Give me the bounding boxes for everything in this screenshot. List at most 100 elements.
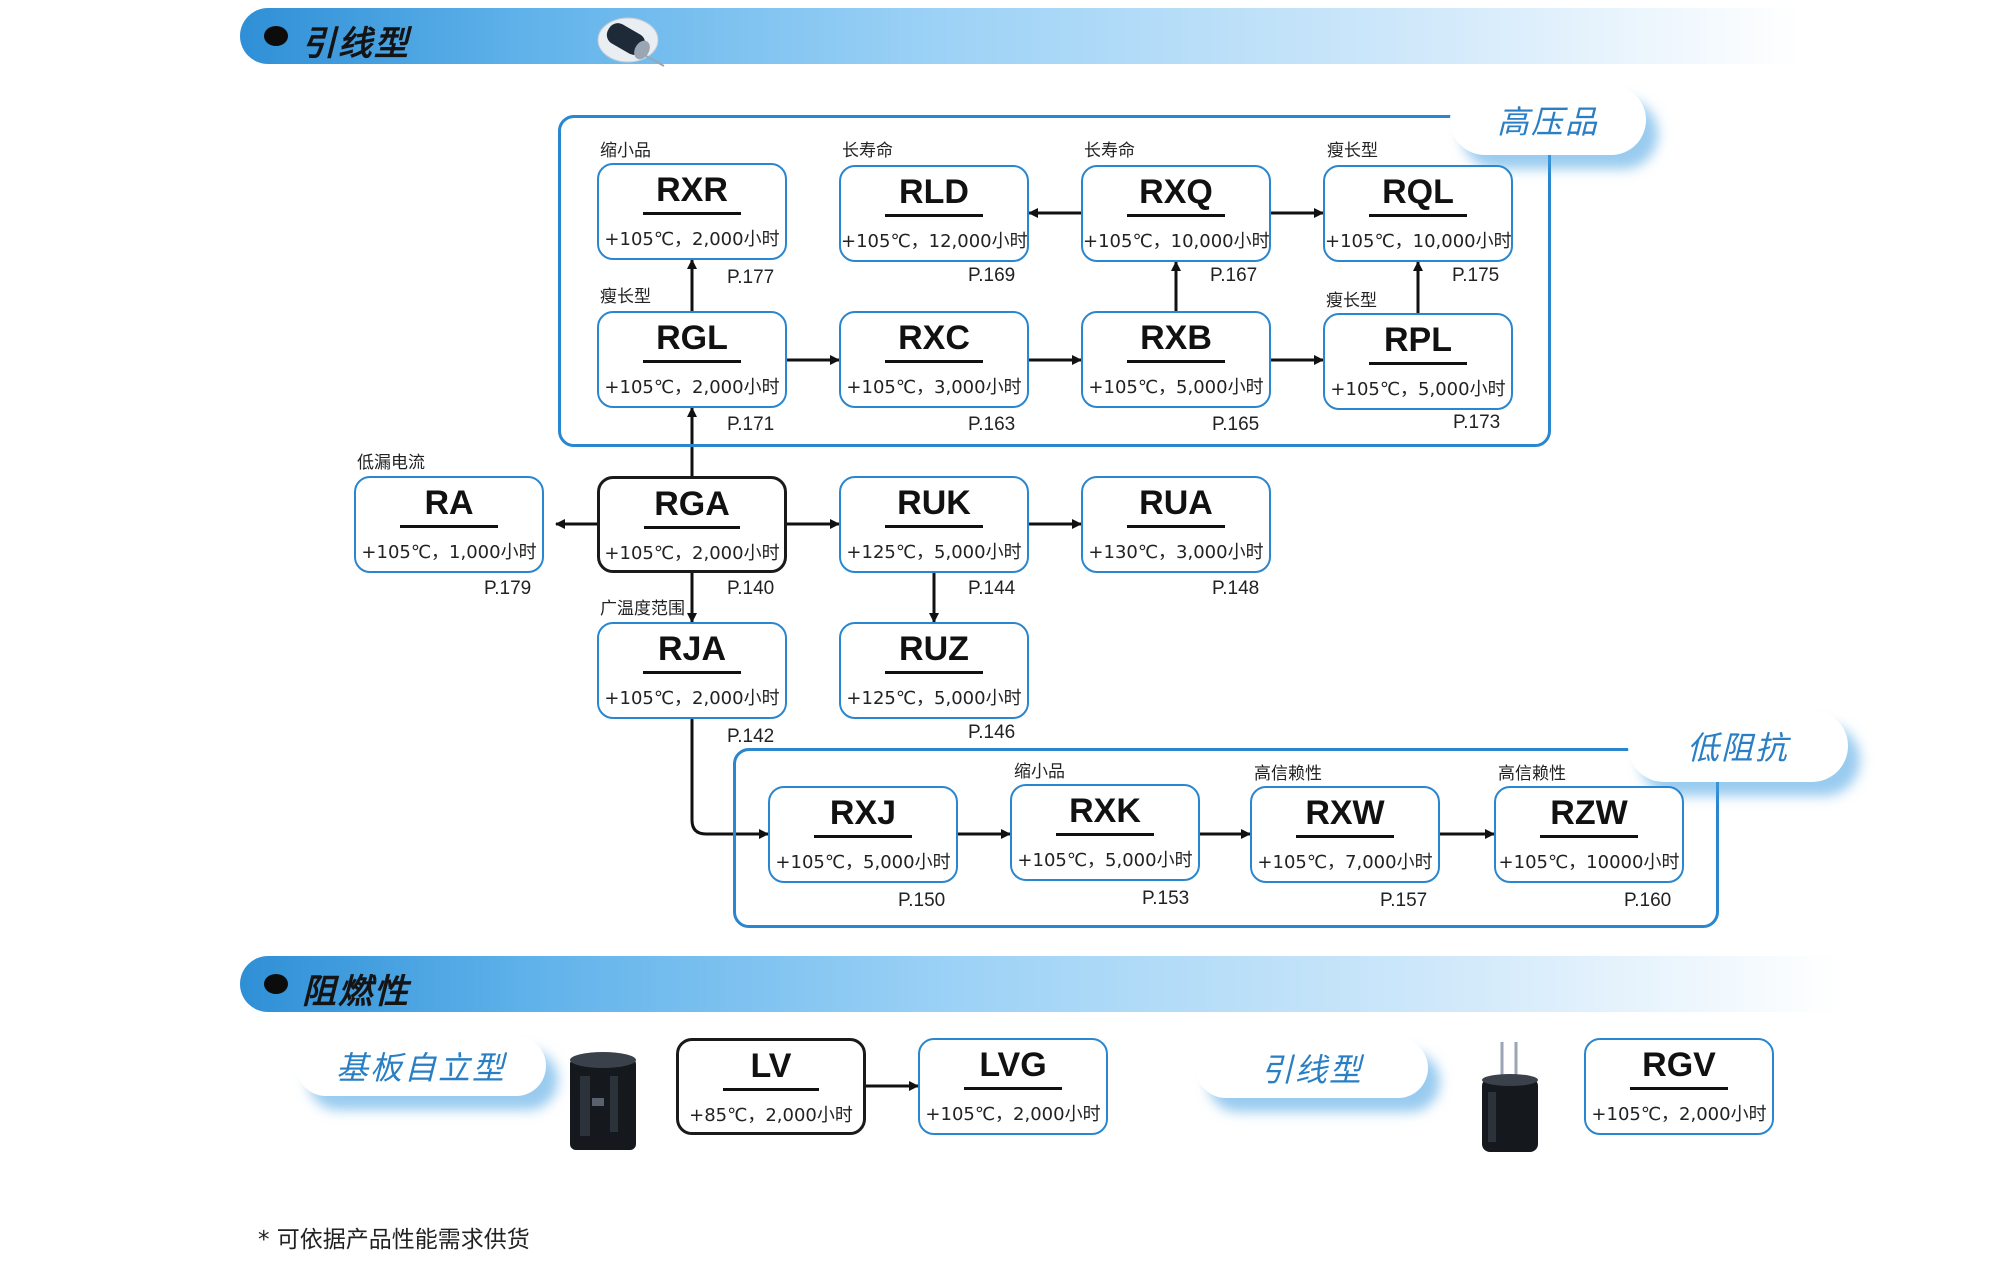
code-underline [964, 1087, 1062, 1090]
product-spec: +105℃，3,000小时 [846, 377, 1022, 398]
section-title: 阻燃性 [302, 972, 410, 1012]
snap-in-capacitor-icon [570, 1052, 636, 1150]
product-box-lv[interactable]: LV +85℃，2,000小时 [676, 1038, 866, 1135]
product-box-rld[interactable]: RLD +105℃，12,000小时 [839, 165, 1029, 262]
page-ref-ra: P.179 [484, 578, 532, 599]
section-title: 引线型 [302, 24, 410, 64]
page-ref-rld: P.169 [968, 265, 1016, 286]
product-box-rxj[interactable]: RXJ +105℃，5,000小时 [768, 786, 958, 883]
code-underline [1369, 362, 1467, 365]
product-spec: +105℃，2,000小时 [604, 688, 780, 709]
product-code: RXB [1140, 319, 1212, 357]
product-code: RXJ [829, 794, 897, 832]
code-underline [723, 1088, 819, 1091]
product-spec: +105℃，5,000小时 [1088, 377, 1264, 398]
product-code: RQL [1382, 173, 1454, 211]
page-ref-rzw: P.160 [1624, 890, 1672, 911]
product-code: RXK [1069, 792, 1141, 830]
tag-rja: 广温度范围 [600, 599, 685, 619]
product-spec: +105℃，1,000小时 [361, 542, 537, 563]
product-box-rxk[interactable]: RXK +105℃，5,000小时 [1010, 784, 1200, 881]
page-ref-rxb: P.165 [1212, 414, 1260, 435]
product-box-rgv[interactable]: RGV +105℃，2,000小时 [1584, 1038, 1774, 1135]
code-underline [643, 671, 741, 674]
page-ref-ruk: P.144 [968, 578, 1016, 599]
tag-ra: 低漏电流 [357, 453, 425, 473]
product-box-rql[interactable]: RQL +105℃，10,000小时 [1323, 165, 1513, 262]
product-spec: +105℃，5,000小时 [775, 852, 951, 873]
section-header-lead: 引线型 [240, 8, 1800, 64]
product-code: LV [750, 1047, 792, 1085]
product-spec: +105℃，2,000小时 [604, 543, 780, 564]
footnote: * 可依据产品性能需求供货 [258, 1227, 530, 1253]
code-underline [885, 214, 983, 217]
product-code: RUK [897, 484, 971, 522]
code-underline [643, 360, 741, 363]
code-underline [1127, 525, 1225, 528]
product-box-lvg[interactable]: LVG +105℃，2,000小时 [918, 1038, 1108, 1135]
product-box-rga[interactable]: RGA +105℃，2,000小时 [597, 476, 787, 573]
product-spec: +85℃，2,000小时 [689, 1105, 853, 1126]
page-ref-rua: P.148 [1212, 578, 1260, 599]
product-code: RUZ [899, 630, 969, 668]
product-code: RJA [657, 630, 727, 668]
bullet-icon [264, 26, 288, 46]
product-code: LVG [979, 1046, 1047, 1084]
product-box-rxc[interactable]: RXC +105℃，3,000小时 [839, 311, 1029, 408]
code-underline [814, 835, 912, 838]
product-box-rgl[interactable]: RGL +105℃，2,000小时 [597, 311, 787, 408]
product-box-rpl[interactable]: RPL +105℃，5,000小时 [1323, 313, 1513, 410]
product-box-rua[interactable]: RUA +130℃，3,000小时 [1081, 476, 1271, 573]
product-box-rja[interactable]: RJA +105℃，2,000小时 [597, 622, 787, 719]
product-code: RZW [1550, 794, 1628, 832]
product-code: RPL [1384, 321, 1452, 359]
product-code: RA [424, 484, 474, 522]
product-box-rxq[interactable]: RXQ +105℃，10,000小时 [1081, 165, 1271, 262]
code-underline [1369, 214, 1467, 217]
code-underline [1540, 835, 1638, 838]
tag-rzw: 高信赖性 [1498, 764, 1566, 784]
page-ref-rgl: P.171 [727, 414, 775, 435]
page-ref-rga: P.140 [727, 578, 775, 599]
product-spec: +105℃，7,000小时 [1257, 852, 1433, 873]
product-code: RXW [1305, 794, 1385, 832]
conn-rja-rxj-arrow [690, 719, 769, 839]
code-underline [885, 525, 983, 528]
product-spec: +130℃，3,000小时 [1088, 542, 1264, 563]
product-spec: +105℃，10000小时 [1498, 852, 1680, 873]
product-spec: +105℃，2,000小时 [604, 229, 780, 250]
page-ref-rxw: P.157 [1380, 890, 1428, 911]
product-code: RGL [656, 319, 728, 357]
page-ref-rxr: P.177 [727, 267, 775, 288]
product-spec: +125℃，5,000小时 [846, 542, 1022, 563]
code-underline [1127, 360, 1225, 363]
page-ref-rxk: P.153 [1142, 888, 1190, 909]
code-underline [644, 526, 740, 529]
page-ref-rql: P.175 [1452, 265, 1500, 286]
product-spec: +105℃，2,000小时 [925, 1104, 1101, 1125]
group-high-voltage-frame [558, 115, 1551, 447]
product-spec: +105℃，5,000小时 [1017, 850, 1193, 871]
page-ref-rxj: P.150 [898, 890, 946, 911]
product-box-rzw[interactable]: RZW +105℃，10000小时 [1494, 786, 1684, 883]
page-ref-rpl: P.173 [1453, 412, 1501, 433]
product-box-rxw[interactable]: RXW +105℃，7,000小时 [1250, 786, 1440, 883]
tag-rxk: 缩小品 [1014, 762, 1065, 782]
tag-rgl: 瘦长型 [600, 287, 651, 307]
code-underline [1296, 835, 1394, 838]
product-box-ra[interactable]: RA +105℃，1,000小时 [354, 476, 544, 573]
group-lead-type-label: 引线型 [1196, 1038, 1428, 1098]
product-spec: +125℃，5,000小时 [846, 688, 1022, 709]
tag-rld: 长寿命 [842, 141, 893, 161]
page-ref-ruz: P.146 [968, 722, 1016, 743]
section-header-flame: 阻燃性 [240, 956, 1840, 1012]
product-box-ruz[interactable]: RUZ +125℃，5,000小时 [839, 622, 1029, 719]
group-low-impedance-frame [733, 748, 1719, 928]
product-box-rxr[interactable]: RXR +105℃，2,000小时 [597, 163, 787, 260]
product-spec: +105℃，12,000小时 [841, 231, 1028, 252]
code-underline [1056, 833, 1154, 836]
product-box-rxb[interactable]: RXB +105℃，5,000小时 [1081, 311, 1271, 408]
product-box-ruk[interactable]: RUK +125℃，5,000小时 [839, 476, 1029, 573]
group-low-impedance-label: 低阻抗 [1628, 710, 1848, 782]
